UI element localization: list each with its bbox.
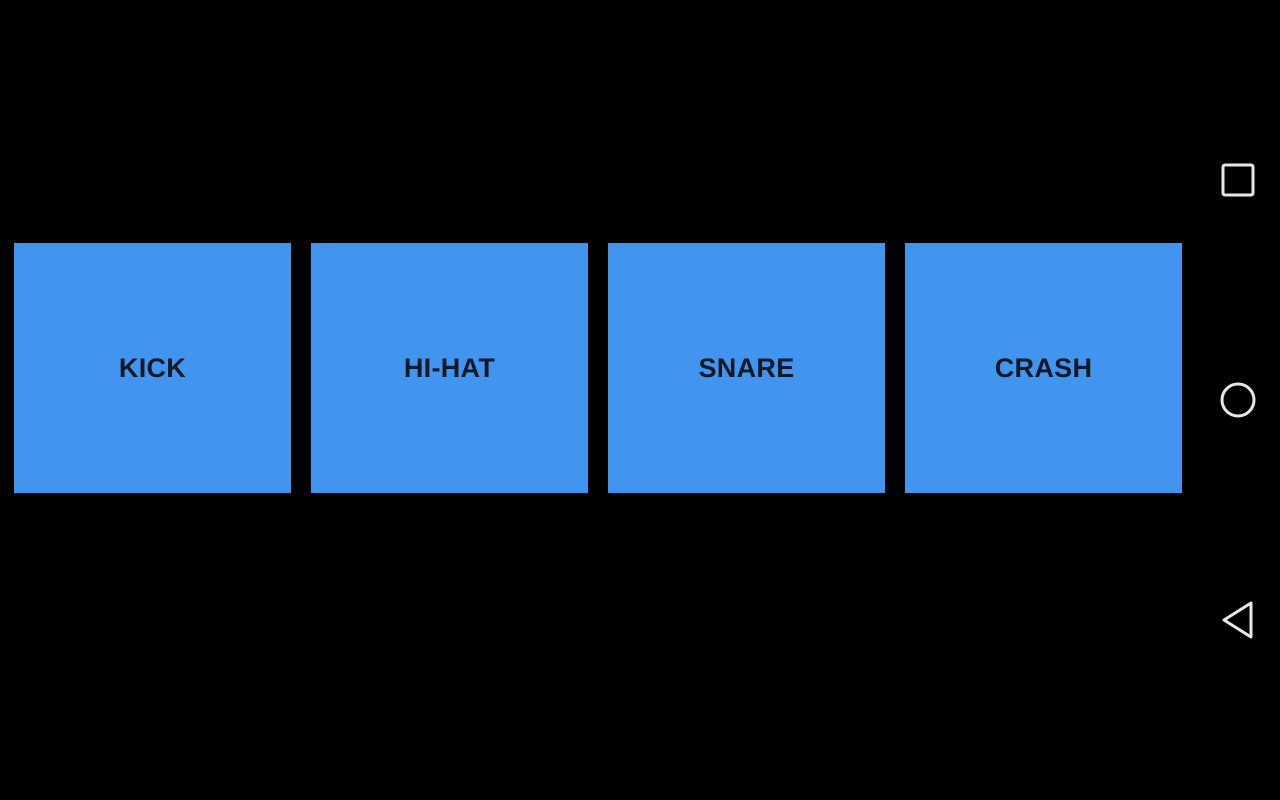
recents-button[interactable] — [1208, 150, 1268, 210]
recents-icon — [1221, 163, 1255, 197]
navigation-bar — [1196, 0, 1280, 800]
back-icon — [1222, 601, 1253, 639]
drum-pad-area: KICK HI-HAT SNARE CRASH — [14, 243, 1182, 493]
kick-pad-button[interactable]: KICK — [14, 243, 291, 493]
crash-pad-label: CRASH — [994, 352, 1093, 383]
hi-hat-pad-button[interactable]: HI-HAT — [311, 243, 588, 493]
crash-pad-button[interactable]: CRASH — [905, 243, 1182, 493]
snare-pad-button[interactable]: SNARE — [608, 243, 885, 493]
back-button[interactable] — [1208, 590, 1268, 650]
snare-pad-label: SNARE — [698, 352, 795, 383]
kick-pad-label: KICK — [118, 352, 187, 383]
hi-hat-pad-label: HI-HAT — [403, 352, 496, 383]
home-icon — [1220, 382, 1256, 418]
home-button[interactable] — [1208, 370, 1268, 430]
